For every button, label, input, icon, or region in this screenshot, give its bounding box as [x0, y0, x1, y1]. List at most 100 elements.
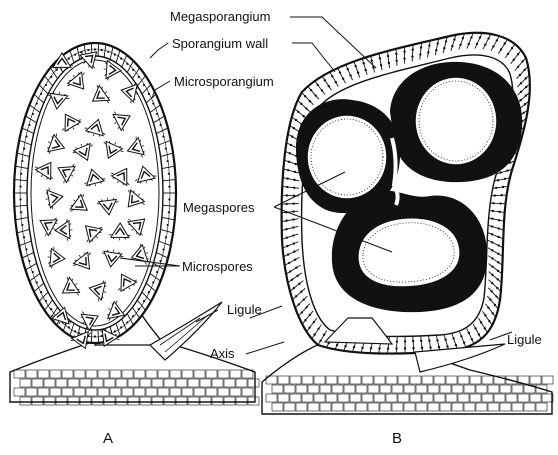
- wall-cell-nucleus: [495, 187, 497, 189]
- wall-cell-nucleus: [463, 342, 465, 344]
- wall-cell-nucleus: [502, 186, 504, 188]
- wall-cell-nucleus: [452, 337, 454, 339]
- wall-cell-nucleus: [285, 228, 287, 230]
- wall-cell-nucleus: [495, 295, 497, 297]
- wall-cell-nucleus: [517, 53, 519, 55]
- wall-cell-nucleus: [491, 265, 493, 267]
- wall-cell-nucleus: [491, 257, 493, 259]
- wall-cell-nucleus: [504, 42, 506, 44]
- wall-cell-nucleus: [313, 321, 315, 323]
- label-microspores: Microspores: [182, 259, 253, 274]
- wall-cell-nucleus: [444, 339, 446, 341]
- wall-cell-nucleus: [347, 68, 349, 70]
- wall-cell-nucleus: [310, 89, 312, 91]
- wall-cell-nucleus: [287, 253, 289, 255]
- wall-cell-nucleus: [293, 179, 295, 181]
- wall-cell-nucleus: [484, 43, 486, 45]
- wall-cell-nucleus: [378, 347, 380, 349]
- wall-cell-nucleus: [478, 333, 480, 335]
- label-megasporangium: Megasporangium: [170, 9, 270, 24]
- tissue-cell: [542, 376, 553, 384]
- wall-cell-divider: [282, 203, 299, 204]
- wall-cell-nucleus: [321, 89, 323, 91]
- wall-cell-nucleus: [387, 55, 389, 57]
- panel-b-megasporangium: [262, 33, 553, 414]
- wall-cell-nucleus: [519, 74, 521, 76]
- wall-cell-nucleus: [361, 347, 363, 349]
- wall-cell-nucleus: [395, 347, 397, 349]
- wall-cell-nucleus: [497, 236, 499, 238]
- wall-cell-nucleus: [291, 279, 293, 281]
- wall-cell-nucleus: [292, 218, 294, 220]
- wall-cell-nucleus: [302, 115, 304, 117]
- wall-cell-nucleus: [301, 311, 303, 313]
- wall-cell-nucleus: [286, 236, 288, 238]
- wall-cell-nucleus: [303, 298, 305, 300]
- wall-cell-nucleus: [335, 81, 337, 83]
- wall-cell-nucleus: [412, 340, 414, 342]
- wall-cell-nucleus: [489, 298, 491, 300]
- wall-cell-nucleus: [520, 82, 522, 84]
- wall-cell-nucleus: [396, 340, 398, 342]
- wall-cell-nucleus: [292, 210, 294, 212]
- wall-cell-nucleus: [504, 178, 506, 180]
- panel-label-a: A: [103, 430, 113, 447]
- wall-cell-nucleus: [497, 270, 499, 272]
- wall-cell-nucleus: [349, 74, 351, 76]
- wall-cell-nucleus: [497, 278, 499, 280]
- wall-cell-nucleus: [428, 339, 430, 341]
- wall-cell-nucleus: [291, 135, 293, 137]
- wall-cell-nucleus: [304, 95, 306, 97]
- wall-cell-nucleus: [427, 51, 429, 53]
- wall-cell-nucleus: [319, 340, 321, 342]
- wall-cell-nucleus: [339, 71, 341, 73]
- wall-cell-nucleus: [436, 339, 438, 341]
- wall-cell-nucleus: [309, 314, 311, 316]
- wall-cell-nucleus: [487, 307, 489, 309]
- wall-cell-nucleus: [308, 326, 310, 328]
- wall-cell-nucleus: [419, 53, 421, 55]
- wall-cell-nucleus: [525, 94, 527, 96]
- wall-cell-nucleus: [295, 267, 297, 269]
- wall-cell-nucleus: [293, 242, 295, 244]
- wall-cell-nucleus: [296, 275, 298, 277]
- label-megaspores: Megaspores: [183, 200, 255, 215]
- wall-cell-nucleus: [298, 303, 300, 305]
- wall-cell-nucleus: [300, 290, 302, 292]
- wall-cell-nucleus: [421, 347, 423, 349]
- wall-cell-nucleus: [420, 340, 422, 342]
- wall-cell-nucleus: [492, 210, 494, 212]
- wall-cell-nucleus: [493, 194, 495, 196]
- wall-cell-nucleus: [286, 245, 288, 247]
- wall-cell-nucleus: [496, 287, 498, 289]
- wall-cell-nucleus: [304, 319, 306, 321]
- wall-cell-nucleus: [388, 62, 390, 64]
- wall-cell-nucleus: [324, 79, 326, 81]
- wall-cell-nucleus: [497, 261, 499, 263]
- wall-cell-nucleus: [520, 91, 522, 93]
- wall-cell-nucleus: [305, 306, 307, 308]
- wall-cell-nucleus: [293, 250, 295, 252]
- wall-cell-nucleus: [354, 65, 356, 67]
- wall-cell-nucleus: [513, 59, 515, 61]
- wall-cell-nucleus: [459, 44, 461, 46]
- wall-cell-nucleus: [387, 347, 389, 349]
- wall-cell-nucleus: [500, 48, 502, 50]
- wall-cell-nucleus: [438, 346, 440, 348]
- wall-cell-nucleus: [446, 345, 448, 347]
- wall-cell-nucleus: [500, 194, 502, 196]
- wall-cell-nucleus: [289, 270, 291, 272]
- wall-cell-nucleus: [353, 346, 355, 348]
- wall-cell-nucleus: [492, 202, 494, 204]
- wall-cell-nucleus: [507, 53, 509, 55]
- wall-cell-nucleus: [371, 60, 373, 62]
- wall-cell-nucleus: [521, 60, 523, 62]
- wall-cell-nucleus: [496, 39, 498, 41]
- wall-cell-nucleus: [455, 344, 457, 346]
- wall-cell-nucleus: [445, 40, 447, 42]
- wall-cell-nucleus: [403, 50, 405, 52]
- wall-cell-nucleus: [498, 227, 500, 229]
- wall-cell-nucleus: [497, 244, 499, 246]
- wall-cell-nucleus: [314, 94, 316, 96]
